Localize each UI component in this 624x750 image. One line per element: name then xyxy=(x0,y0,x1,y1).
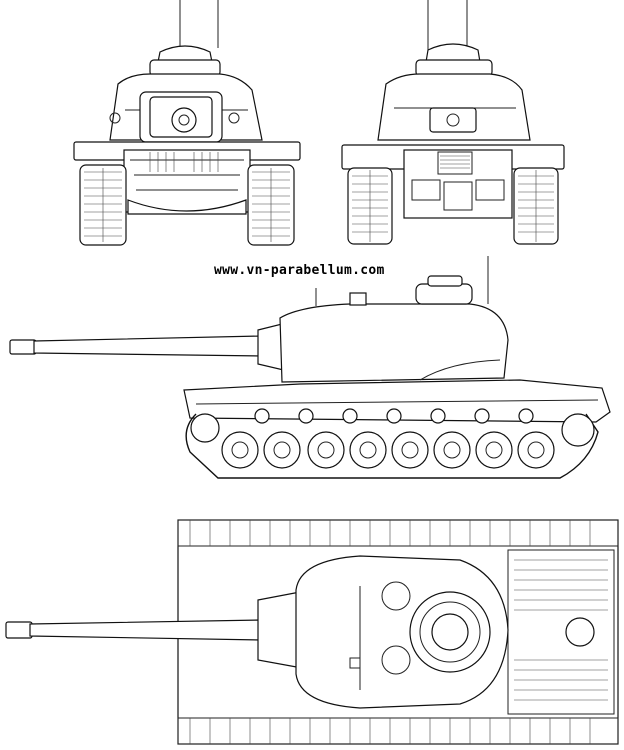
side-view xyxy=(9,256,611,479)
front-view xyxy=(73,0,301,246)
top-view xyxy=(5,519,619,745)
rear-view xyxy=(341,0,565,245)
watermark-url: www.vn-parabellum.com xyxy=(214,263,385,278)
